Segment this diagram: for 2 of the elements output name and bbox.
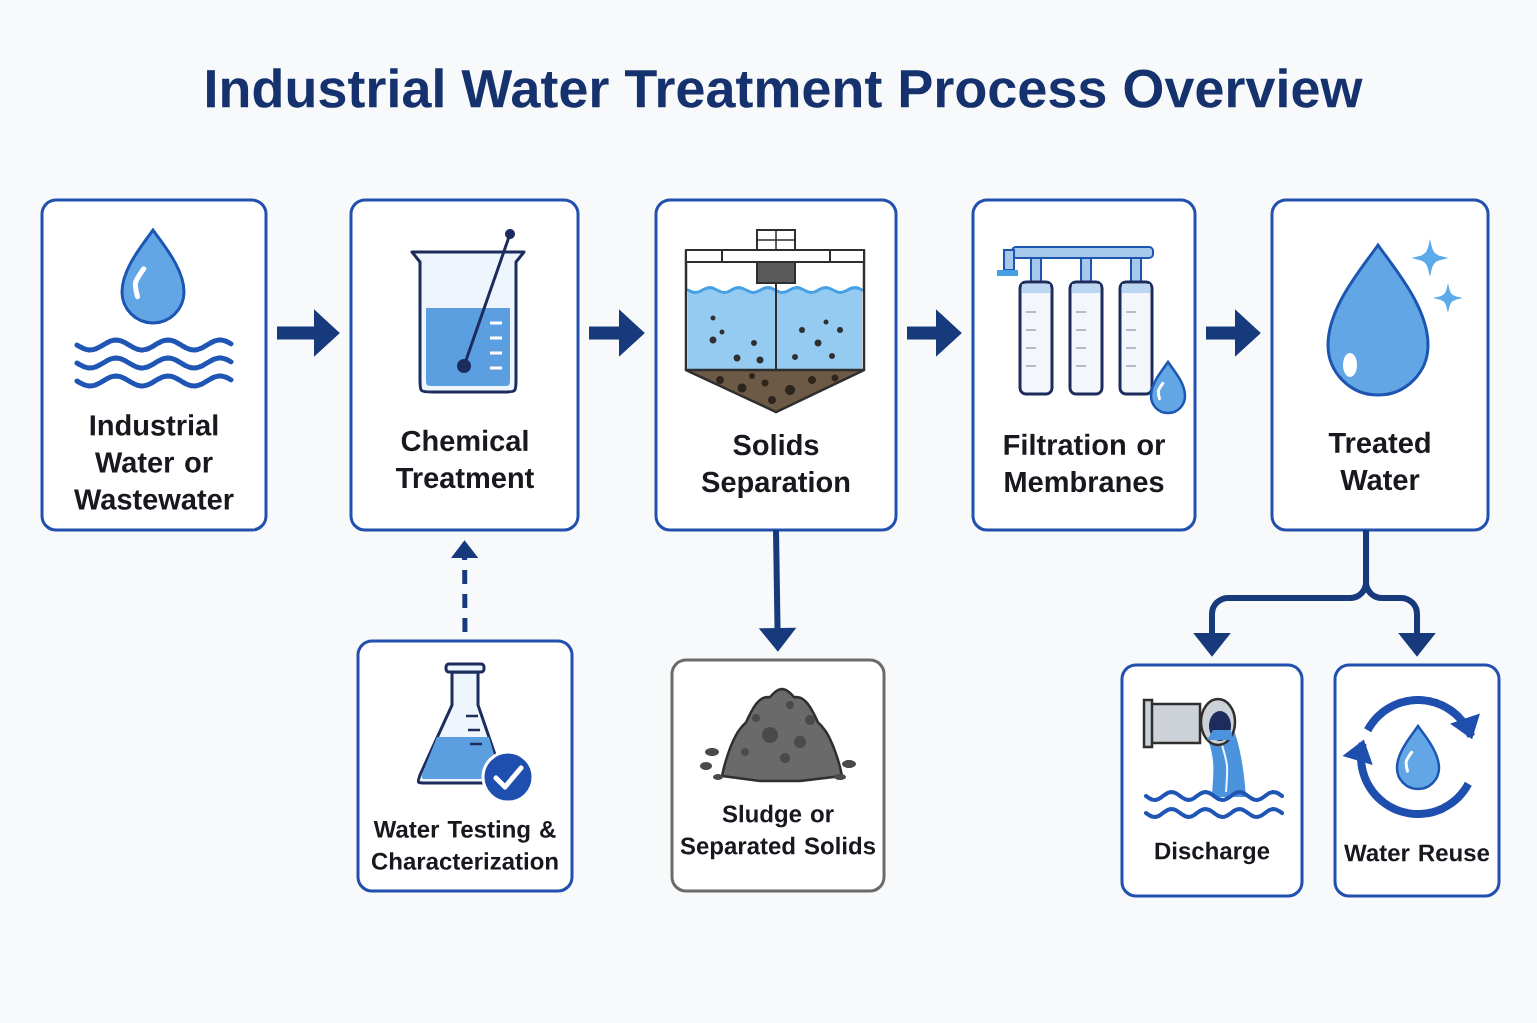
title: Industrial Water Treatment Process Overview [207,68,1363,108]
process-box: Industrial Water or Wastewater [40,198,268,532]
